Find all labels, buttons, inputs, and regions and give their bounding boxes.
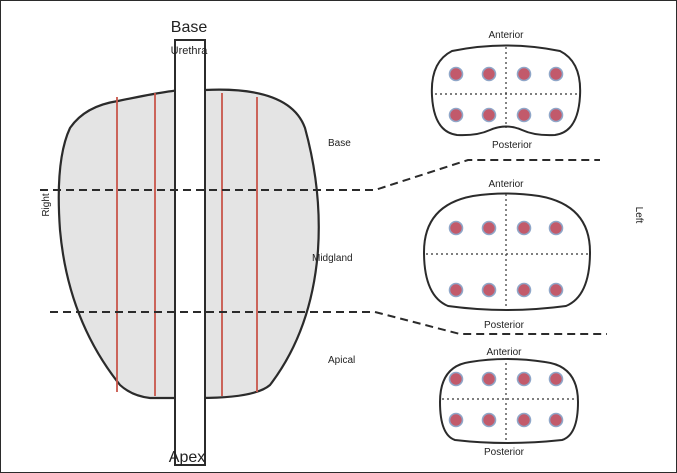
urethra-tube: [174, 39, 206, 466]
section-midgland-posterior: Posterior: [484, 320, 525, 331]
biopsy-cores: [448, 66, 564, 428]
biopsy-core-dot: [548, 220, 564, 236]
biopsy-core-dot: [548, 66, 564, 82]
biopsy-core-dot: [548, 371, 564, 387]
zone-apical-label: Apical: [328, 355, 355, 366]
zone-dividers: [40, 159, 607, 335]
left-label: Left: [633, 207, 644, 224]
section-midgland: Anterior Posterior: [422, 179, 592, 331]
biopsy-core-dot: [448, 282, 464, 298]
section-apical-posterior: Posterior: [484, 447, 525, 458]
section-midgland-anterior: Anterior: [488, 179, 524, 190]
section-midgland-outline: [422, 192, 592, 311]
biopsy-core-dot: [516, 107, 532, 123]
biopsy-core-dot: [448, 107, 464, 123]
section-base-anterior: Anterior: [488, 30, 524, 41]
section-apical-outline: [438, 358, 580, 444]
section-base-outline: [430, 44, 582, 137]
section-base: Anterior Posterior: [430, 30, 582, 151]
biopsy-core-dot: [481, 371, 497, 387]
section-base-posterior: Posterior: [492, 140, 533, 151]
biopsy-core-dot: [481, 412, 497, 428]
biopsy-core-dot: [481, 66, 497, 82]
urethra-label: Urethra: [171, 45, 209, 57]
biopsy-core-dot: [481, 107, 497, 123]
biopsy-core-dot: [448, 220, 464, 236]
biopsy-core-dot: [516, 66, 532, 82]
apex-title: Apex: [169, 449, 205, 466]
biopsy-core-dot: [448, 412, 464, 428]
right-label: Right: [41, 193, 52, 217]
biopsy-core-dot: [516, 371, 532, 387]
section-apical: Anterior Posterior: [438, 347, 580, 458]
needle-tracks: [116, 93, 258, 396]
biopsy-core-dot: [516, 282, 532, 298]
base-mid-divider: [40, 159, 600, 191]
mid-apex-divider: [50, 311, 607, 335]
zone-base-label: Base: [328, 138, 351, 149]
biopsy-core-dot: [448, 66, 464, 82]
biopsy-core-dot: [448, 371, 464, 387]
zone-midgland-label: Midgland: [312, 253, 353, 264]
biopsy-core-dot: [516, 412, 532, 428]
biopsy-core-dot: [516, 220, 532, 236]
biopsy-core-dot: [481, 282, 497, 298]
biopsy-core-dot: [548, 107, 564, 123]
base-title: Base: [171, 19, 208, 36]
biopsy-core-dot: [548, 282, 564, 298]
section-apical-anterior: Anterior: [486, 347, 522, 358]
biopsy-core-dot: [481, 220, 497, 236]
biopsy-core-dot: [548, 412, 564, 428]
